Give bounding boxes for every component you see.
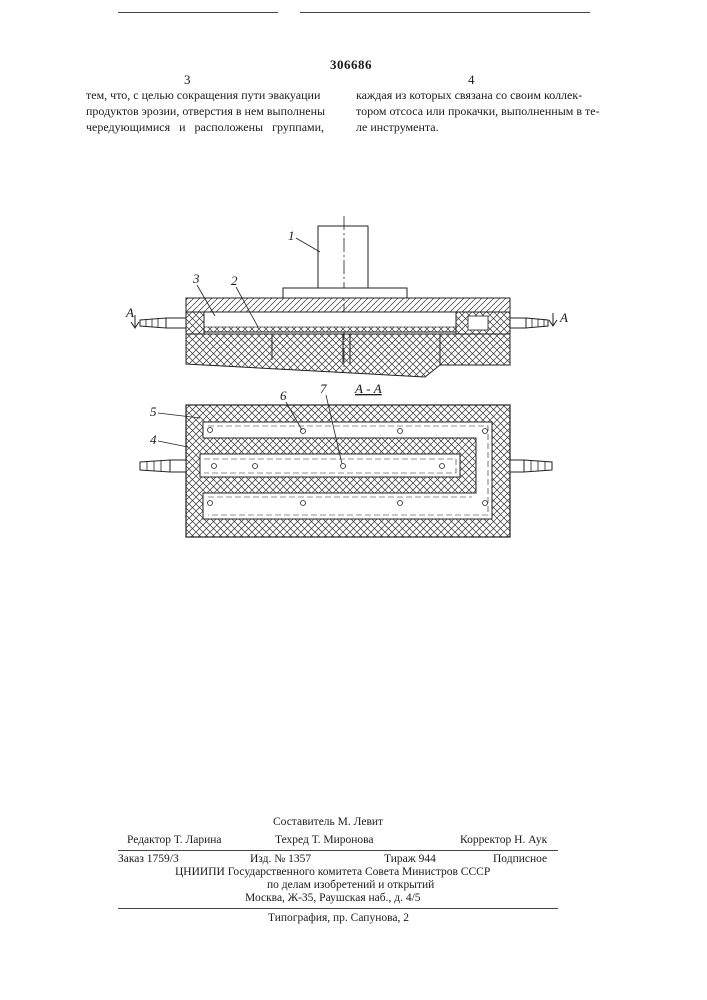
imprint-rule-bottom — [118, 908, 558, 909]
label-section-right: A — [559, 310, 568, 325]
label-collector: 5 — [150, 404, 157, 419]
imprint-printing-house: Типография, пр. Сапунова, 2 — [268, 912, 409, 924]
label-section-left: A — [125, 305, 134, 320]
lower-body — [186, 334, 510, 377]
section-arrow-right — [549, 313, 557, 326]
label-hole-6: 6 — [280, 388, 287, 403]
right-nozzle — [510, 318, 548, 328]
label-insert: 3 — [192, 271, 200, 286]
tool-shaft — [318, 226, 368, 288]
imprint-address: Москва, Ж-35, Раушская наб., д. 4/5 — [245, 892, 421, 904]
plan-nozzle-right — [510, 460, 552, 472]
imprint-print-run: Тираж 944 — [384, 853, 436, 865]
imprint-order: Заказ 1759/3 — [118, 853, 179, 865]
top-plate — [186, 298, 510, 312]
imprint-tech-editor: Техред Т. Миронова — [275, 834, 374, 846]
right-cavity — [468, 316, 488, 330]
imprint-subscription: Подписное — [493, 853, 547, 865]
label-section-title: А - А — [354, 381, 382, 396]
imprint-org-line1: ЦНИИПИ Государственного комитета Совета … — [175, 866, 490, 878]
plan-view — [140, 395, 552, 537]
imprint-editor: Редактор Т. Ларина — [127, 834, 222, 846]
label-hole-7: 7 — [320, 381, 327, 396]
perforated-strip — [204, 327, 456, 332]
left-nozzle — [140, 318, 186, 328]
imprint-edition: Изд. № 1357 — [250, 853, 311, 865]
section-view — [131, 216, 557, 377]
label-plate: 2 — [231, 273, 238, 288]
imprint-rule — [118, 850, 558, 851]
label-tool: 1 — [288, 228, 295, 243]
imprint-corrector: Корректор Н. Аук — [460, 834, 547, 846]
plan-nozzle-left — [140, 460, 186, 472]
label-body: 4 — [150, 432, 157, 447]
left-collector — [186, 312, 204, 334]
flange — [283, 288, 407, 298]
imprint-compiler: Составитель М. Левит — [273, 816, 383, 828]
imprint-org-line2: по делам изобретений и открытий — [267, 879, 434, 891]
